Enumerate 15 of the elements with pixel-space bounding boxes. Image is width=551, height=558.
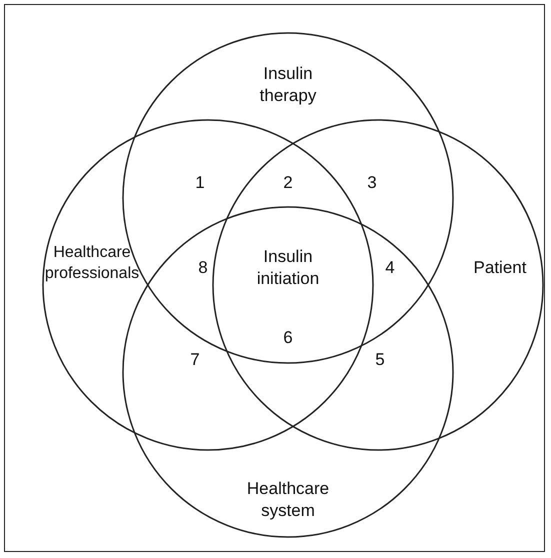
set-label: Patient (472, 256, 528, 279)
set-label: Insulin therapy (258, 62, 318, 107)
set-label: Healthcare professionals (44, 243, 140, 284)
set-label: Healthcare system (246, 478, 330, 522)
set-circle (211, 118, 545, 452)
region-number: 7 (190, 348, 200, 371)
region-number: 2 (283, 172, 293, 194)
region-number: 1 (195, 172, 205, 194)
region-number: 5 (375, 348, 385, 371)
region-number: 6 (283, 326, 293, 349)
overlap-label: Insulin initiation (256, 246, 320, 290)
set-circle (41, 118, 375, 452)
region-number: 8 (198, 256, 208, 279)
region-number: 3 (367, 172, 377, 194)
region-number: 4 (385, 256, 395, 279)
